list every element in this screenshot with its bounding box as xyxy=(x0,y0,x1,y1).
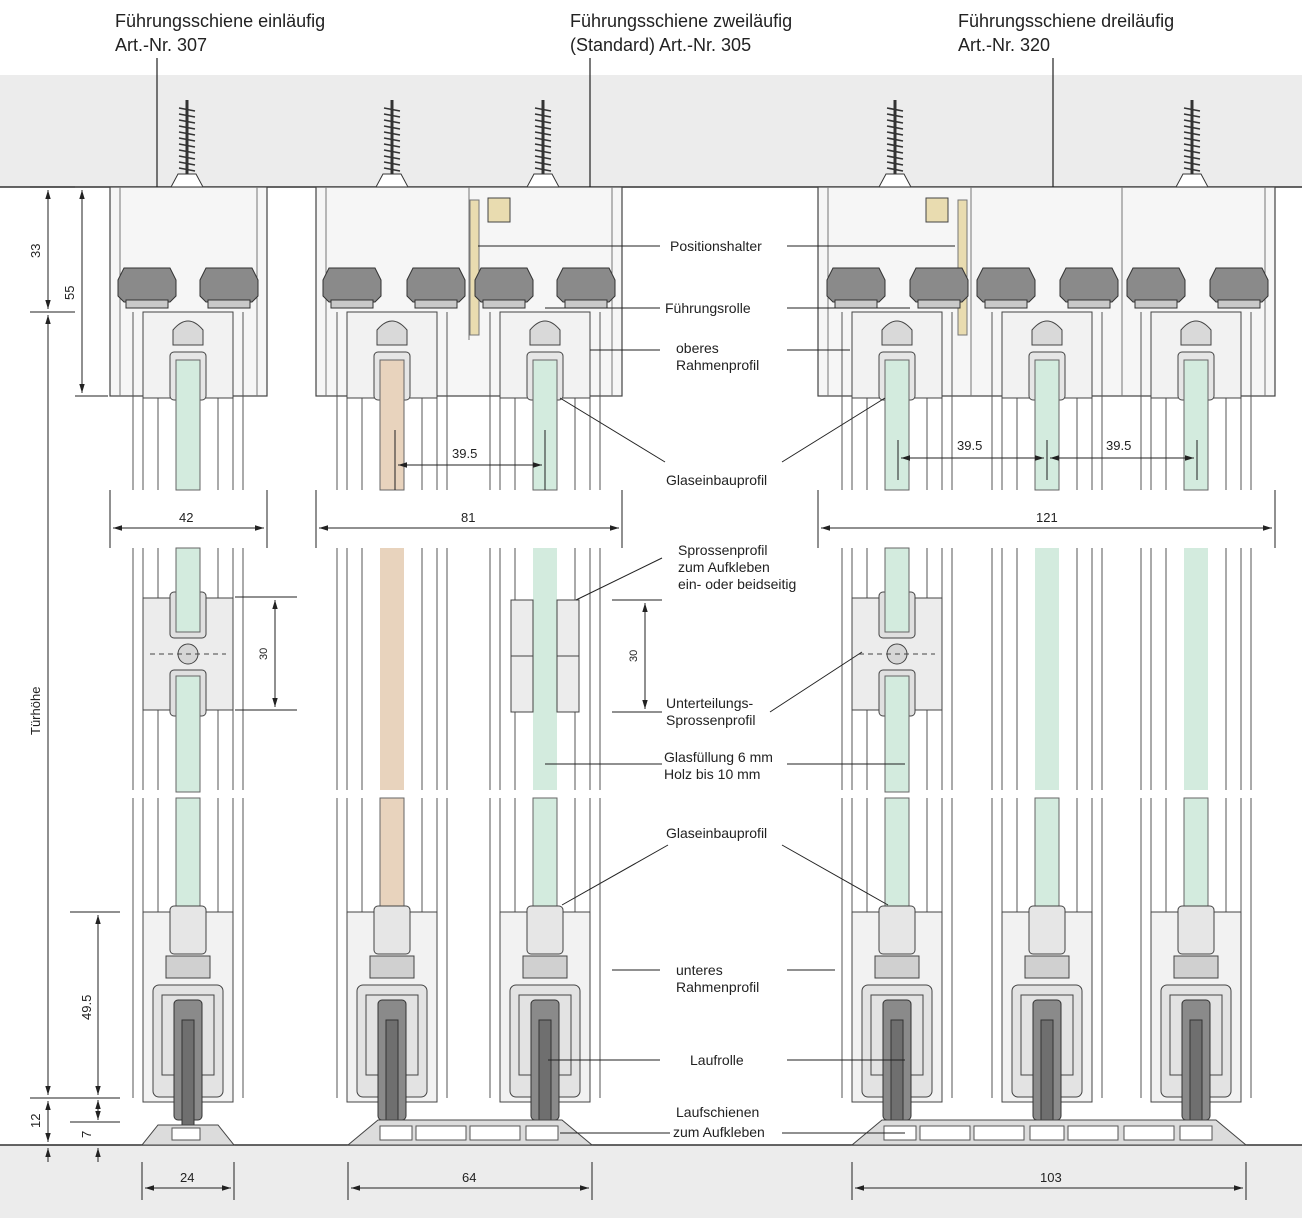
guide-rollers xyxy=(117,267,1269,309)
guide-roller xyxy=(556,267,616,309)
dim-width-42: 42 xyxy=(179,510,193,525)
callout-glasfuellung-2: Holz bis 10 mm xyxy=(664,766,760,782)
door-panel xyxy=(489,311,601,1126)
dim-pitch-1: 39.5 xyxy=(452,446,477,461)
sprossen-profile xyxy=(851,547,943,793)
dim-12: 12 xyxy=(28,1114,43,1128)
door-panels xyxy=(132,311,1252,1126)
dim-bottom-103: 103 xyxy=(1040,1170,1062,1185)
dim-bottom-64: 64 xyxy=(462,1170,476,1185)
dim-49-5: 49.5 xyxy=(79,995,94,1020)
callout-glaseinbau-top: Glaseinbauprofil xyxy=(666,472,767,488)
sprossen-profile xyxy=(142,547,234,793)
door-panel xyxy=(336,311,448,1126)
dim-width-121: 121 xyxy=(1036,510,1058,525)
callout-laufrolle: Laufrolle xyxy=(690,1052,744,1068)
running-rails xyxy=(140,1119,1248,1146)
dim-sprossen-30-b: 30 xyxy=(628,650,640,662)
ceiling-band xyxy=(0,75,1302,187)
callout-laufschienen-2: zum Aufkleben xyxy=(673,1124,765,1140)
guide-roller xyxy=(1059,267,1119,309)
guide-roller xyxy=(826,267,886,309)
callout-sprossen-2: zum Aufkleben xyxy=(678,559,770,575)
guide-roller xyxy=(474,267,534,309)
callout-sprossen-1: Sprossenprofil xyxy=(678,542,768,558)
guide-roller xyxy=(322,267,382,309)
callout-unterteilung-1: Unterteilungs- xyxy=(666,695,753,711)
dim-7: 7 xyxy=(79,1131,94,1138)
callout-glasfuellung-1: Glasfüllung 6 mm xyxy=(664,749,773,765)
callout-unteres-1: unteres xyxy=(676,962,723,978)
callout-oberes-1: oberes xyxy=(676,340,719,356)
callout-positionshalter: Positionshalter xyxy=(670,238,762,254)
guide-roller xyxy=(1126,267,1186,309)
dim-sprossen-30-a: 30 xyxy=(258,648,270,660)
title-triple-1: Führungsschiene dreiläufig xyxy=(958,11,1174,31)
door-panel xyxy=(1140,311,1252,1126)
guide-roller xyxy=(909,267,969,309)
dim-tuerhoehe: Türhöhe xyxy=(28,687,43,735)
title-single-2: Art.-Nr. 307 xyxy=(115,35,207,55)
callout-fuehrungsrolle: Führungsrolle xyxy=(665,300,751,316)
dim-33: 33 xyxy=(28,244,43,258)
callout-unteres-2: Rahmenprofil xyxy=(676,979,759,995)
guide-roller xyxy=(1209,267,1269,309)
guide-roller xyxy=(117,267,177,309)
guide-roller xyxy=(199,267,259,309)
callout-glaseinbau-bottom: Glaseinbauprofil xyxy=(666,825,767,841)
callout-laufschienen-1: Laufschienen xyxy=(676,1104,759,1120)
callout-unterteilung-2: Sprossenprofil xyxy=(666,712,756,728)
title-single-1: Führungsschiene einläufig xyxy=(115,11,325,31)
floor-band xyxy=(0,1145,1302,1218)
callout-oberes-2: Rahmenprofil xyxy=(676,357,759,373)
dim-pitch-2: 39.5 xyxy=(957,438,982,453)
guide-roller xyxy=(406,267,466,309)
dim-pitch-3: 39.5 xyxy=(1106,438,1131,453)
title-triple-2: Art.-Nr. 320 xyxy=(958,35,1050,55)
dim-55: 55 xyxy=(62,286,77,300)
callout-sprossen-3: ein- oder beidseitig xyxy=(678,576,796,592)
title-double-2: (Standard) Art.-Nr. 305 xyxy=(570,35,751,55)
dim-bottom-24: 24 xyxy=(180,1170,194,1185)
sprossen-profile xyxy=(510,599,580,713)
dim-width-81: 81 xyxy=(461,510,475,525)
door-panel xyxy=(991,311,1103,1126)
title-double-1: Führungsschiene zweiläufig xyxy=(570,11,792,31)
guide-roller xyxy=(976,267,1036,309)
